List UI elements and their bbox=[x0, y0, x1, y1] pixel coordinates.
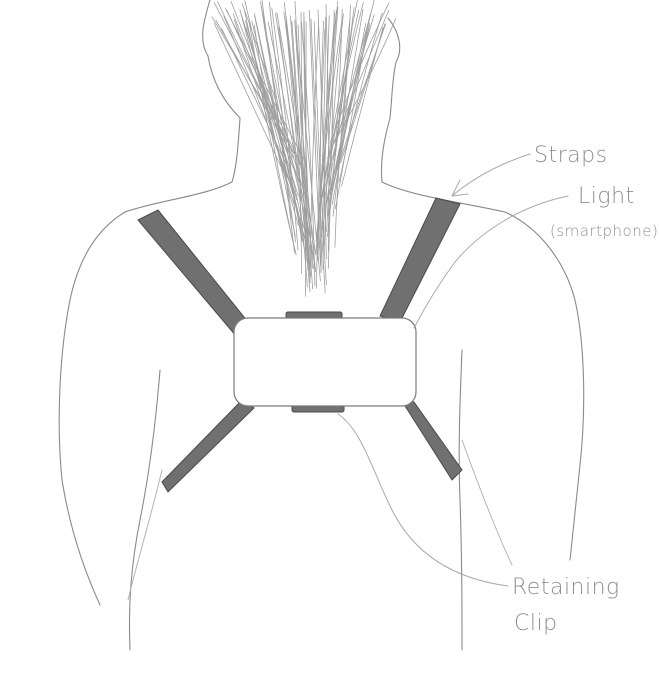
labels: Straps Light (smartphone) Retaining Clip bbox=[512, 143, 658, 636]
hair-strands bbox=[212, 0, 396, 296]
neck-right bbox=[381, 118, 390, 182]
hair-strand bbox=[306, 22, 307, 297]
right-arm-inner bbox=[462, 440, 512, 565]
hair-strand bbox=[328, 10, 389, 158]
torso-right bbox=[459, 350, 462, 650]
label-light: Light bbox=[578, 184, 635, 209]
label-clip-line1: Retaining bbox=[512, 575, 620, 600]
strap-lower-left bbox=[162, 400, 254, 492]
head-hair bbox=[203, 0, 400, 296]
leader-clip bbox=[338, 414, 508, 586]
strap-upper-right bbox=[380, 198, 460, 322]
hair-strand bbox=[234, 20, 291, 189]
left-shoulder bbox=[59, 182, 232, 605]
label-light-sub: (smartphone) bbox=[550, 222, 658, 240]
left-arm-inner bbox=[128, 470, 162, 600]
smartphone-light bbox=[234, 318, 416, 406]
label-straps: Straps bbox=[534, 143, 608, 168]
label-clip-line2: Clip bbox=[514, 611, 558, 636]
strap-lower-right bbox=[400, 398, 462, 480]
leader-straps bbox=[452, 154, 530, 196]
strap-upper-left bbox=[138, 210, 248, 336]
torso-left bbox=[129, 370, 160, 650]
neck-left bbox=[232, 118, 240, 182]
